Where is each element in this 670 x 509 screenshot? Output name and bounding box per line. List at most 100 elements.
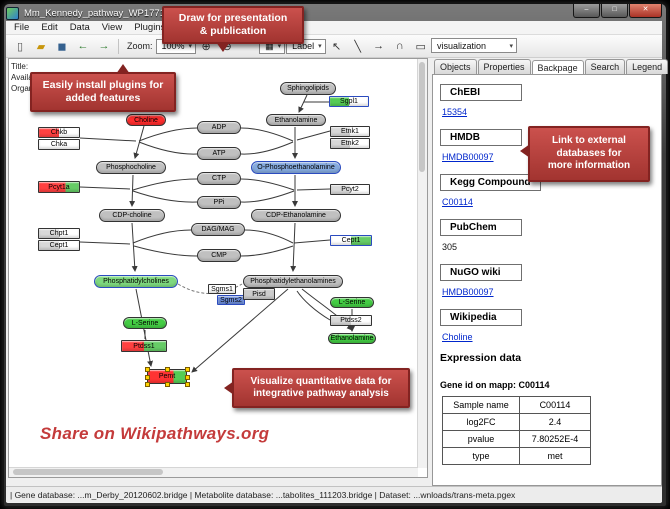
pathway-node-chkb[interactable]: Chkb [38,127,80,138]
node-label: Choline [134,116,158,124]
pathway-node-sgpl1[interactable]: Sgpl1 [329,96,369,107]
menu-item-view[interactable]: View [101,22,123,33]
pathway-node-dag-mag[interactable]: DAG/MAG [191,223,245,236]
node-label: Chka [50,141,68,148]
export-icon: → [98,40,110,52]
pathway-node-ptdss2[interactable]: Ptdss2 [330,315,372,326]
minimize-button[interactable]: – [573,4,600,18]
pathway-node-ptdss1[interactable]: Ptdss1 [121,340,167,352]
pathway-node-sgms2[interactable]: Sgms2 [217,295,245,305]
pathway-node-phosphocholine[interactable]: Phosphocholine [96,161,166,174]
pathway-node-cept1[interactable]: Cept1 [38,240,80,251]
arrow-tool-icon: → [373,40,385,52]
pathway-node-pcyt2[interactable]: Pcyt2 [330,184,370,195]
menu-item-edit[interactable]: Edit [41,22,58,33]
pathway-node-o-phosphoethanolamine[interactable]: O-Phosphoethanolamine [251,161,341,174]
visualization-combobox[interactable]: visualization ▾ [431,38,517,53]
selection-handle[interactable] [165,367,170,372]
selection-tool-button[interactable]: ↖ [327,36,347,56]
tab-search[interactable]: Search [584,59,626,74]
tab-backpage[interactable]: Backpage [531,60,584,75]
selection-handle[interactable] [185,374,190,380]
rectangle-tool-button[interactable]: ▭ [411,36,431,56]
pathway-node-cmp[interactable]: CMP [197,249,241,262]
arrow-tool-button[interactable]: → [369,36,389,56]
tab-legend[interactable]: Legend [626,59,669,74]
export-button[interactable]: → [94,36,114,56]
expression-table-cell: met [519,447,591,465]
save-button[interactable]: ◼ [52,36,72,56]
status-text: | Gene database: ...m_Derby_20120602.bri… [10,489,516,500]
new-file-button[interactable]: ▯ [10,36,30,56]
expression-data-title: Expression data [440,352,522,364]
new-file-icon: ▯ [16,40,24,53]
pathway-node-adp[interactable]: ADP [197,121,241,134]
external-id-link[interactable]: C00114 [442,197,473,207]
external-id-link[interactable]: 15354 [442,107,468,117]
toolbar-file-group: ▯ ▰◼← → [10,36,114,56]
pathway-node-ethanolamine[interactable]: Ethanolamine [266,114,326,126]
pathway-node-sphingolipids[interactable]: Sphingolipids [280,82,336,95]
share-wikipathways-text: Share on Wikipathways.org [40,424,270,443]
pathway-node-etnk2[interactable]: Etnk2 [330,138,370,149]
horizontal-scrollbar-thumb[interactable] [13,469,163,475]
pathway-node-choline[interactable]: Choline [126,114,166,126]
node-label: ATP [212,150,226,157]
pathway-node-cdp-ethanolamine[interactable]: CDP-Ethanolamine [251,209,341,222]
pathway-node-cept1[interactable]: Cept1 [330,235,372,246]
pathway-node-phosphatidylethanolamines[interactable]: Phosphatidylethanolamines [243,275,343,288]
pathway-node-pemt[interactable]: Pemt [145,367,190,387]
menu-item-data[interactable]: Data [69,22,90,33]
open-folder-button[interactable]: ▰ [31,36,51,56]
pathway-title-label: Title: [11,62,29,71]
gene-id-line: Gene id on mapp: C00114 [440,380,550,390]
pathway-node-ethanolamine[interactable]: Ethanolamine [328,333,376,344]
menu-item-plugins[interactable]: Plugins [134,22,166,33]
import-button[interactable]: ← [73,36,93,56]
pathway-node-atp[interactable]: ATP [197,147,241,160]
pathway-node-chpt1[interactable]: Chpt1 [38,228,80,239]
selection-handle[interactable] [145,382,150,387]
selection-handle[interactable] [145,374,150,380]
node-label: Etnk2 [341,140,359,147]
horizontal-scrollbar[interactable] [9,467,418,477]
zoom-in-button[interactable]: ⊕ [196,36,216,56]
pathway-node-pcyt1a[interactable]: Pcyt1a [38,181,80,193]
selection-handle[interactable] [145,367,150,372]
pathway-node-l-serine[interactable]: L-Serine [123,317,167,329]
node-label: Sgpl1 [340,98,358,105]
pathway-node-cdp-choline[interactable]: CDP-choline [99,209,165,222]
vertical-scrollbar-thumb[interactable] [419,62,425,172]
pathway-node-phosphatidylcholines[interactable]: Phosphatidylcholines [94,275,178,288]
callout-visualize-data: Visualize quantitative data for integrat… [224,368,410,408]
backpage-section-header: ChEBI [440,84,522,101]
pathway-node-l-serine[interactable]: L-Serine [330,297,374,308]
vertical-scrollbar[interactable] [417,59,427,468]
pathway-node-sgms1[interactable]: Sgms1 [208,284,236,294]
pathway-node-chka[interactable]: Chka [38,139,80,150]
pathway-node-ppi[interactable]: PPi [197,196,241,209]
label-tool-combobox[interactable]: Label ▾ [286,38,326,54]
expression-table-cell: type [442,447,520,465]
tab-properties[interactable]: Properties [477,59,531,74]
selection-handle[interactable] [185,382,190,387]
external-id-link[interactable]: HMDB00097 [442,152,494,162]
arc-tool-button[interactable]: ∩ [390,36,410,56]
pathway-node-pisd[interactable]: Pisd [243,288,275,300]
node-label: Pemt [158,373,176,380]
maximize-button[interactable]: □ [601,4,628,18]
external-id-link[interactable]: HMDB00097 [442,287,494,297]
tab-objects[interactable]: Objects [434,59,477,74]
line-tool-button[interactable]: ╲ [348,36,368,56]
pathway-node-etnk1[interactable]: Etnk1 [330,126,370,137]
selection-handle[interactable] [185,367,190,372]
pathway-node-ctp[interactable]: CTP [197,172,241,185]
window-controls: – □ ✕ [572,4,662,18]
selection-handle[interactable] [165,382,170,387]
toolbar-separator [118,38,119,54]
external-id-link[interactable]: Choline [442,332,473,342]
menu-item-file[interactable]: File [14,22,30,33]
close-button[interactable]: ✕ [629,4,662,18]
